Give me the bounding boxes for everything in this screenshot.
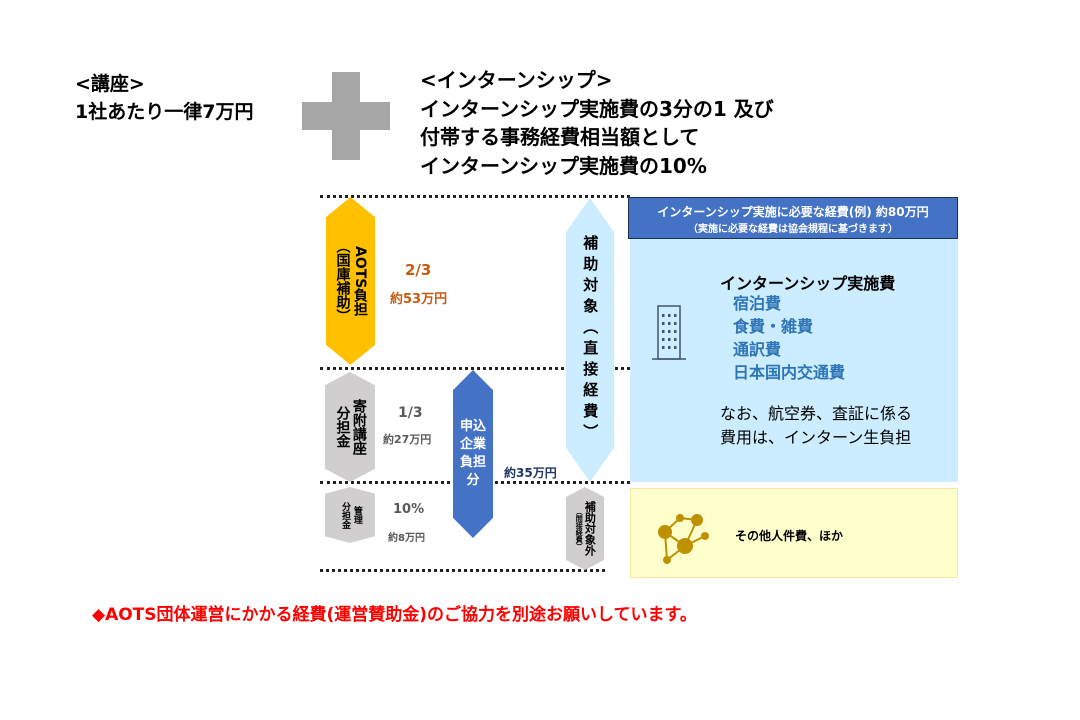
internship-line: インターンシップ実施費の10% [420,153,707,178]
building-icon [652,305,686,360]
kanri-sub: 分担金 [340,501,350,529]
divider [320,367,630,370]
course-title: <講座> [75,73,145,95]
internship-line: インターンシップ実施費の3分の1 及び [420,96,774,121]
kifu-ratio: 1/3 [398,405,423,421]
kanri-ratio: 10% [393,502,425,517]
expense-item: 通訳費 [733,340,782,359]
other-label: その他人件費、ほか [735,529,844,543]
company-hex: 申込企業負担分 [453,370,493,538]
kifu-hex: 分担金 寄附講座 [325,372,375,482]
indirect-main: 補助対象外 [583,501,597,556]
divider [320,195,630,198]
internship-heading: <インターンシップ> インターンシップ実施費の3分の1 及び 付帯する事務経費相… [420,66,774,180]
direct-label: 補助対象（直接経費） [581,235,600,445]
network-icon [658,514,709,564]
kifu-main: 寄附講座 [350,399,367,455]
indirect-hex: （間接経費） 補助対象外 [566,487,604,570]
expense-item: 食費・雑費 [733,317,814,336]
indirect-sub: （間接経費） [575,507,584,550]
kanri-hex: 分担金 管理 [325,487,375,543]
expense-items: 宿泊費 食費・雑費 通訳費 日本国内交通費 [733,292,845,384]
expense-title: インターンシップ実施費 [720,274,896,293]
expense-panel [630,239,958,482]
direct-hex: 補助対象（直接経費） [566,198,614,482]
note-line: 費用は、インターン生負担 [720,428,912,447]
kanri-amount: 約8万円 [388,533,425,544]
internship-line: 付帯する事務経費相当額として [420,125,700,149]
kifu-sub: 分担金 [334,406,351,448]
other-panel [630,488,958,578]
company-label: 申込企業負担分 [459,419,486,488]
aots-hex: （国庫補助） AOTS負担 [326,197,375,365]
expense-note: なお、航空券、査証に係る 費用は、インターン生負担 [720,402,912,450]
course-heading: <講座> 1社あたり一律7万円 [75,70,253,126]
aots-main: AOTS負担 [351,245,368,317]
aots-sub: （国庫補助） [334,239,351,323]
kifu-amount: 約27万円 [383,433,432,446]
aots-amount: 約53万円 [390,292,448,307]
expense-header-sub: （実施に必要な経費は協会規程に基づきます） [688,224,898,235]
internship-title: <インターンシップ> [420,68,613,92]
expense-item: 宿泊費 [733,294,782,313]
note-line: なお、航空券、査証に係る [720,404,913,423]
footer-note: ◆AOTS団体運営にかかる経費(運営賛助金)のご協力を別途お願いしています。 [92,605,697,625]
divider [320,569,605,572]
course-text: 1社あたり一律7万円 [75,101,254,123]
expense-header-title: インターンシップ実施に必要な経費(例) 約80万円 [657,205,929,219]
kanri-main: 管理 [351,506,362,524]
expense-item: 日本国内交通費 [733,363,846,382]
aots-ratio: 2/3 [405,261,432,279]
expense-header: インターンシップ実施に必要な経費(例) 約80万円 （実施に必要な経費は協会規程… [628,197,958,239]
company-amount: 約35万円 [504,466,557,480]
